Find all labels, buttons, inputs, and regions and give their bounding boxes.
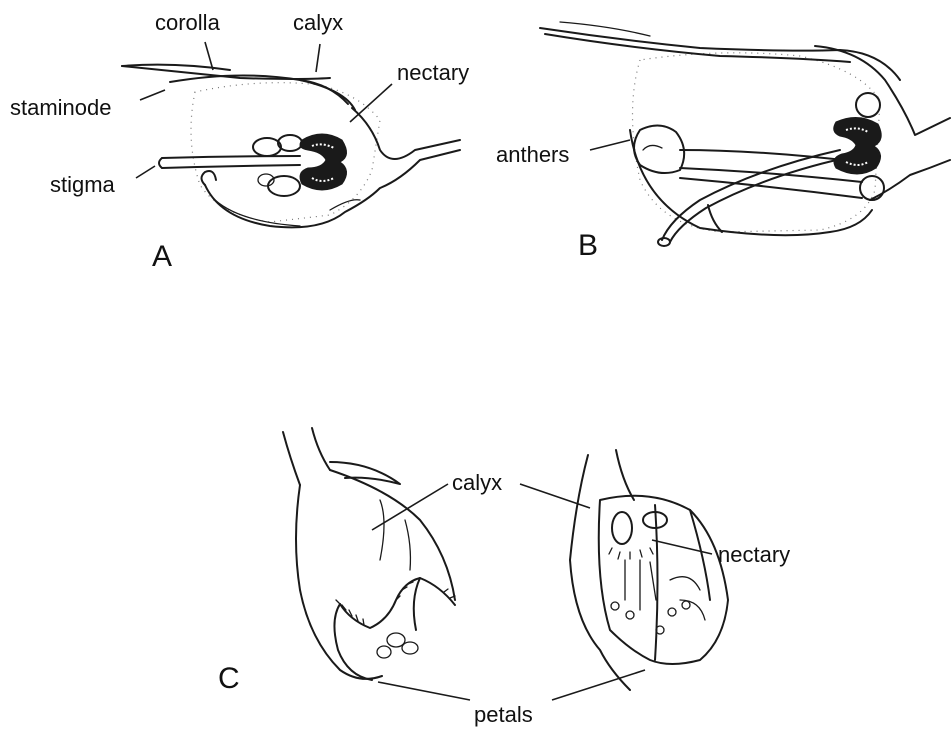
panel-b-drawing	[540, 22, 950, 246]
panel-letter-b: B	[578, 229, 598, 262]
panel-c-leaders	[372, 484, 712, 700]
label-nectary-c: nectary	[718, 542, 790, 567]
label-corolla: corolla	[155, 10, 221, 35]
panel-c-right-drawing	[570, 450, 728, 690]
leader-anthers	[590, 140, 630, 150]
panel-a-drawing	[122, 65, 460, 228]
label-petals: petals	[474, 702, 533, 727]
label-stigma: stigma	[50, 172, 116, 197]
panel-c-left-drawing	[283, 428, 455, 680]
label-staminode: staminode	[10, 95, 112, 120]
panel-letter-a: A	[152, 240, 172, 273]
label-calyx-c: calyx	[452, 470, 502, 495]
label-calyx-a: calyx	[293, 10, 343, 35]
label-nectary-a: nectary	[397, 60, 469, 85]
panel-letter-c: C	[218, 662, 240, 695]
label-anthers: anthers	[496, 142, 569, 167]
